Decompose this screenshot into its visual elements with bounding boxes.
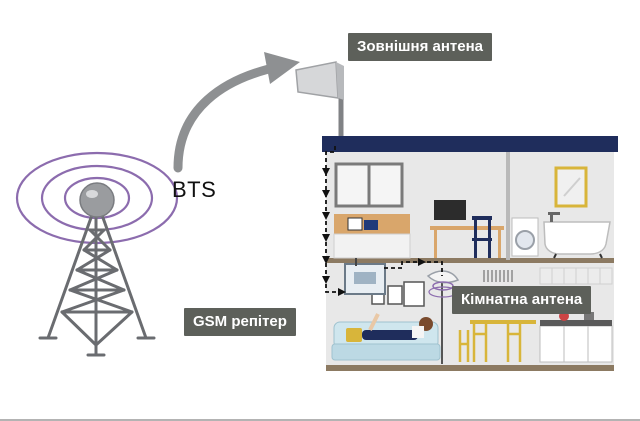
indoor-antenna-icon [426,270,460,298]
sofa-icon [331,313,441,361]
cable-path [325,146,443,293]
gsm-repeater-icon [344,258,386,295]
external-antenna-label: Зовнішня антена [348,33,492,61]
gsm-repeater-label: GSM репітер [184,308,296,336]
tower-top-sphere [79,182,115,218]
indoor-antenna-label: Кімнатна антена [452,286,592,314]
external-antenna-icon [295,61,344,144]
bts-label: BTS [172,177,217,202]
cable-arrows [322,168,426,296]
house-icon [322,136,618,371]
bts-tower-icon [38,213,156,357]
signal-arc-arrowhead [264,52,300,84]
kitchen-icon [458,311,613,363]
signal-arc-arrow [173,61,287,173]
